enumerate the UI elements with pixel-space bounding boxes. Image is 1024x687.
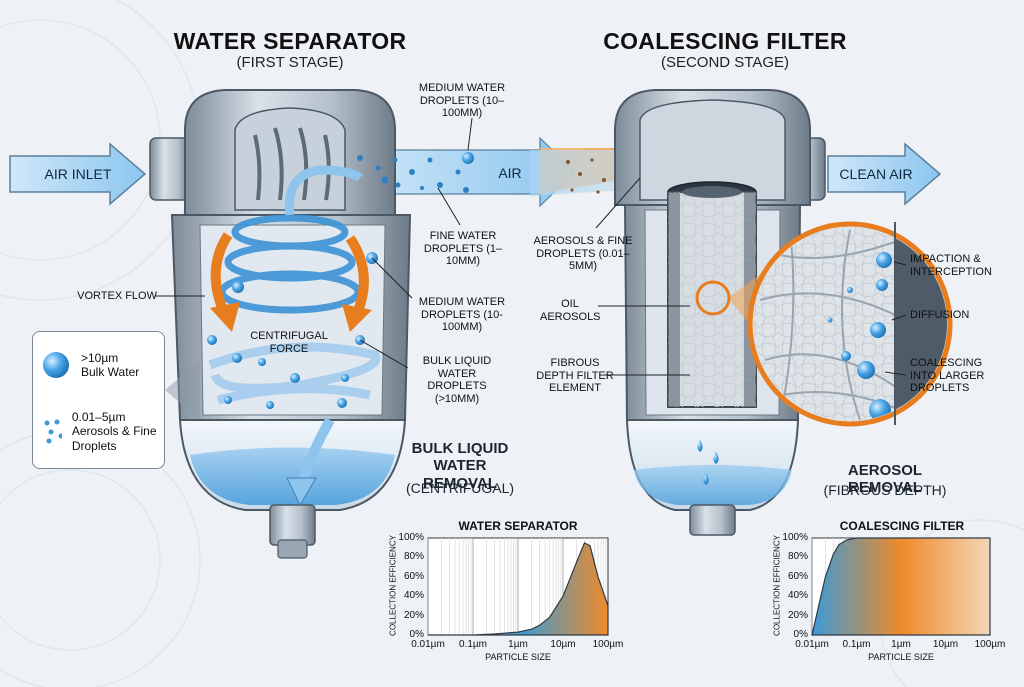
y-tick-label: 0% [793,629,808,640]
y-tick-label: 20% [403,609,424,621]
vortex-flow-label: VORTEX FLOW [77,290,157,302]
mechanism-coalescing-label: COALESCING INTO LARGER DROPLETS [910,357,985,395]
y-tick-label: 80% [787,551,808,563]
medium-droplets-top-label: MEDIUM WATER DROPLETS (10–100µm) [418,82,506,120]
mechanism-diffusion-label: DIFFUSION [910,309,970,321]
coalescer-title: COALESCING FILTER [603,28,847,54]
x-tick-label: 0.01µm [411,639,445,650]
bulk-water-droplet-icon [43,352,69,378]
aerosol-removal-subtitle: (FIBROUS DEPTH) [823,482,947,498]
fine-droplets-icon [44,419,62,444]
legend-box: >10µm Bulk Water 0.01–5µm Aerosols & Fin… [32,331,165,469]
coalescer-subtitle: (SECOND STAGE) [660,54,790,71]
efficiency-curve-area [811,537,991,636]
filter-element-label: FIBROUS DEPTH FILTER ELEMENT [536,357,614,395]
legend-item-bulk-water: >10µm Bulk Water [41,350,139,380]
legend-item-aerosols: 0.01–5µm Aerosols & Fine Droplets [41,410,164,453]
y-tick-label: 20% [787,609,808,621]
chart-2-title: COALESCING FILTER [839,519,965,533]
separator-title: WATER SEPARATOR [173,28,407,54]
legend-desc-bulk: Bulk Water [81,365,140,379]
x-tick-label: 1µm [508,639,528,650]
bulk-removal-title: BULK LIQUID WATER REMOVAL [411,440,509,492]
separator-subtitle: (FIRST STAGE) [236,54,344,71]
y-tick-label: 100% [782,532,808,543]
air-label: AIR [498,165,522,181]
oil-aerosols-label: OIL AEROSOLS [540,298,601,323]
y-tick-label: 60% [403,570,424,582]
x-tick-label: 100µm [592,639,624,650]
y-tick-label: 0% [409,629,424,640]
y-tick-label: 100% [398,532,424,543]
clean-air-label: CLEAN AIR [839,166,913,182]
x-axis-label: PARTICLE SIZE [485,652,551,662]
chart-1-title: WATER SEPARATOR [458,519,578,533]
y-tick-label: 80% [403,551,424,563]
bulk-droplets-label: BULK LIQUID WATER DROPLETS (>10µm) [422,355,492,405]
centrifugal-force-label: CENTRIFUGAL FORCE [250,330,328,355]
legend-size-bulk: >10µm [81,350,119,365]
mechanism-impaction-label: IMPACTION & INTERCEPTION [910,253,992,278]
x-tick-label: 0.01µm [795,639,829,650]
aerosol-removal-title: AEROSOL REMOVAL [847,462,923,497]
x-tick-label: 0.1µm [842,639,871,650]
x-axis-label: PARTICLE SIZE [868,652,934,662]
x-tick-label: 1µm [891,639,911,650]
y-tick-label: 40% [403,590,424,602]
x-tick-label: 10µm [550,639,576,650]
y-tick-label: 60% [787,570,808,582]
efficiency-curve-area [428,542,609,636]
aerosols-label: AEROSOLS & FINE DROPLETS (0.01–5µm) [533,235,633,273]
y-tick-label: 40% [787,590,808,602]
air-inlet-label: AIR INLET [44,166,112,182]
legend-desc-aerosols: Aerosols & Fine Droplets [71,424,157,453]
medium-droplets-mid-label: MEDIUM WATER DROPLETS (10-100µm) [418,296,506,334]
x-tick-label: 10µm [932,639,959,650]
x-tick-label: 100µm [974,639,1006,650]
fine-droplets-label: FINE WATER DROPLETS (1–10µm) [423,230,503,268]
bulk-removal-subtitle: (CENTRIFUGAL) [405,480,515,496]
x-tick-label: 0.1µm [459,639,487,650]
y-axis-label: COLLECTION EFFICIENCY [772,534,782,636]
legend-size-aerosols: 0.01–5µm [71,410,126,424]
